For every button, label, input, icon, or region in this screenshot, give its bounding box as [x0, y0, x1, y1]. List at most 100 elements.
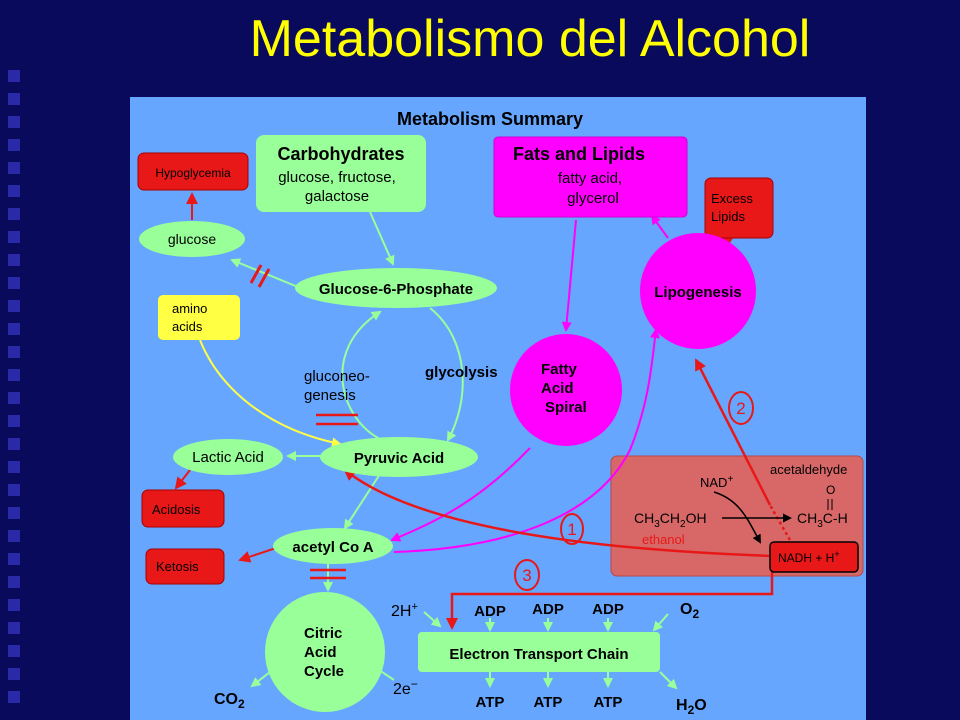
decorative-square — [8, 691, 20, 703]
acidosis-label: Acidosis — [152, 502, 201, 517]
arrow-o2-etc — [652, 613, 669, 632]
carbohydrates-line1: glucose, fructose, — [278, 169, 396, 186]
decorative-square — [8, 530, 20, 542]
arrow-spiral-acetyl — [390, 447, 531, 542]
decorative-square — [8, 300, 20, 312]
adp-label-3: ADP — [592, 601, 624, 618]
acidosis-box — [141, 489, 225, 528]
o2-label: O2 — [680, 601, 699, 621]
decorative-square — [8, 208, 20, 220]
decorative-square — [8, 622, 20, 634]
decorative-square — [8, 185, 20, 197]
acetaldehyde-formula: CH3C-H — [797, 510, 848, 530]
decorative-square — [8, 438, 20, 450]
lactic-acid-node — [173, 439, 283, 475]
metabolism-diagram: Metabolism Summary Carbohydrates glucose… — [130, 97, 866, 720]
arrow-amino-pyruvic — [199, 339, 342, 448]
fatty-acid-spiral-line3: Spiral — [545, 399, 587, 416]
decorative-square — [8, 461, 20, 473]
fatty-acid-spiral-node — [510, 334, 622, 446]
gluconeogenesis-line2: genesis — [304, 387, 356, 404]
step-2-marker — [728, 391, 754, 425]
block-mark-2 — [257, 268, 271, 288]
decorative-square — [8, 231, 20, 243]
ethanol-formula: CH3CH2OH — [634, 510, 707, 530]
fats-lipids-line2: glycerol — [567, 190, 619, 207]
citric-cycle-line2: Acid — [304, 644, 337, 661]
pyruvic-acid-node — [320, 437, 478, 477]
fats-lipids-line1: fatty acid, — [558, 170, 622, 187]
decorative-square — [8, 599, 20, 611]
adp-label-2: ADP — [532, 601, 564, 618]
atp-label-1: ATP — [476, 694, 505, 711]
glucose-node — [139, 221, 245, 257]
decorative-square — [8, 668, 20, 680]
two-e-minus-label: 2e− — [393, 677, 418, 698]
arrow-pyruvic-acetyl — [343, 473, 381, 530]
nad-plus-label: NAD+ — [700, 474, 733, 490]
glycolysis-label: glycolysis — [425, 364, 498, 381]
glucose-label: glucose — [168, 231, 216, 247]
atp-label-3: ATP — [594, 694, 623, 711]
step-2-label: 2 — [736, 399, 745, 418]
electron-transport-chain-box — [418, 632, 660, 672]
decorative-square — [8, 553, 20, 565]
pyruvic-acid-label: Pyruvic Acid — [354, 450, 444, 467]
decorative-square — [8, 346, 20, 358]
arrow-lactic-acidosis — [174, 469, 191, 490]
lactic-acid-label: Lactic Acid — [192, 449, 264, 466]
citric-cycle-line3: Cycle — [304, 663, 344, 680]
fatty-acid-spiral-line2: Acid — [541, 380, 574, 397]
arrow-gluconeogenesis — [341, 310, 383, 441]
decorative-square — [8, 93, 20, 105]
decorative-square — [8, 645, 20, 657]
arrow-nadh-lipogenesis-dotted — [768, 504, 792, 541]
decorative-square — [8, 369, 20, 381]
step-3-marker — [514, 559, 540, 591]
arrow-glycolysis — [429, 307, 464, 442]
gluconeogenesis-line1: gluconeo- — [304, 368, 370, 385]
glucose6p-label: Glucose-6-Phosphate — [319, 281, 473, 298]
arrow-fats-spiral — [561, 219, 577, 332]
acetaldehyde-heading: acetaldehyde — [770, 462, 847, 477]
arrow-acetyl-ketosis — [238, 547, 277, 563]
arrow-carbohydrates-g6p — [369, 211, 395, 266]
step-1-label: 1 — [567, 520, 576, 539]
block-mark-1 — [249, 264, 263, 284]
decorative-square — [8, 392, 20, 404]
nadh-label: NADH + H+ — [778, 549, 840, 565]
electron-transport-chain-label: Electron Transport Chain — [449, 646, 628, 663]
decorative-square — [8, 162, 20, 174]
arrow-2h-etc — [423, 611, 442, 628]
arrow-nad-nadh — [713, 491, 761, 544]
carbohydrates-title: Carbohydrates — [277, 144, 404, 164]
lipogenesis-label: Lipogenesis — [654, 284, 742, 301]
decorative-square — [8, 70, 20, 82]
decorative-square — [8, 415, 20, 427]
two-h-plus-label: 2H+ — [391, 601, 418, 620]
amino-acids-line1: amino — [172, 301, 207, 316]
atp-label-2: ATP — [534, 694, 563, 711]
arrow-nadh-pyruvic — [343, 468, 773, 558]
excess-lipids-box — [704, 177, 774, 239]
amino-acids-box — [158, 295, 240, 340]
decorative-square-column — [0, 0, 28, 720]
arrow-nadh-etc — [446, 572, 774, 630]
co2-label: CO2 — [214, 691, 245, 711]
lipogenesis-node — [640, 233, 756, 349]
decorative-square — [8, 484, 20, 496]
decorative-square — [8, 116, 20, 128]
slide-title: Metabolismo del Alcohol — [249, 10, 811, 68]
arrow-citric-co2 — [250, 671, 271, 688]
decorative-square — [8, 277, 20, 289]
decorative-square — [8, 254, 20, 266]
decorative-square — [8, 139, 20, 151]
decorative-square — [8, 576, 20, 588]
step-3-label: 3 — [522, 566, 531, 585]
carbonyl-o-label: O — [826, 483, 835, 497]
ketosis-box — [145, 548, 225, 585]
nadh-box — [769, 541, 859, 573]
arrow-etc-h2o — [659, 671, 678, 690]
amino-acids-line2: acids — [172, 319, 203, 334]
